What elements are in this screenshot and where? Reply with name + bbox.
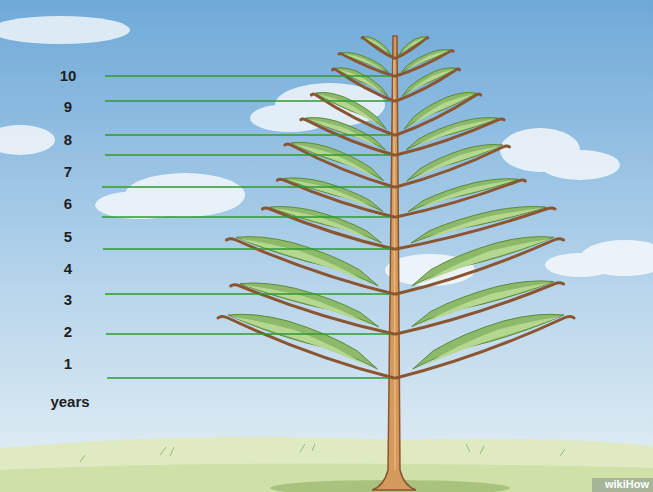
ground [0, 436, 653, 492]
clouds [0, 16, 653, 286]
year-number: 3 [64, 292, 72, 307]
watermark: wikiHow [605, 479, 649, 490]
year-number: 4 [64, 261, 72, 276]
year-number: 7 [64, 164, 72, 179]
year-number: 2 [64, 324, 72, 339]
year-number: 8 [64, 132, 72, 147]
watermark-patch [592, 478, 653, 492]
trunk [372, 36, 416, 490]
year-number: 6 [64, 196, 72, 211]
branches [218, 37, 574, 378]
axis-label: years [50, 394, 89, 409]
year-lines [102, 76, 390, 378]
year-number: 9 [64, 99, 72, 114]
year-number: 5 [64, 229, 72, 244]
year-number: 1 [64, 356, 72, 371]
year-number: 10 [60, 68, 77, 83]
